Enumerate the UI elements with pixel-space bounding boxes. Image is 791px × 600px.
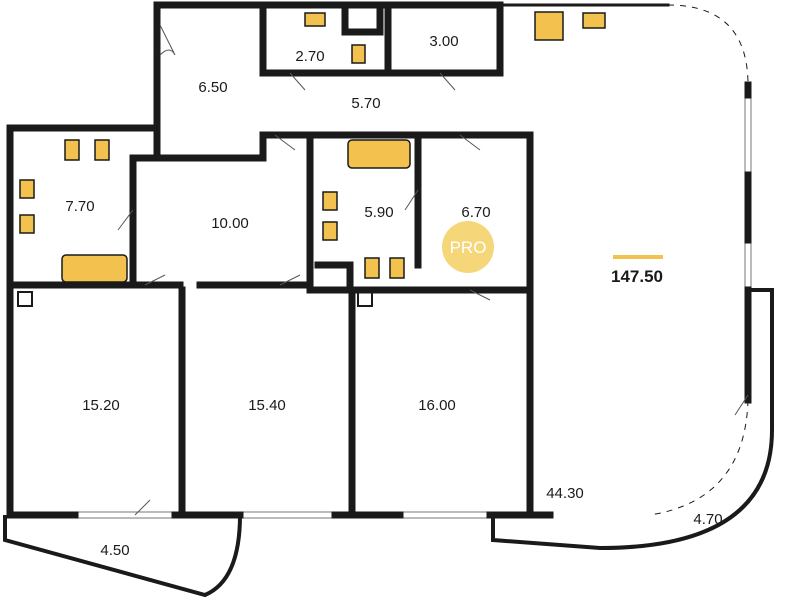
sink-icon [322,221,338,241]
curved-window [667,4,749,86]
stove-icon [534,11,564,41]
area-balcony-right: 4.70 [693,511,722,528]
sink-icon [304,12,326,27]
bathtub-icon [347,139,411,169]
toilet-icon [351,44,366,64]
curved-window [649,399,749,516]
doors [117,24,749,516]
door [404,189,419,211]
area-wc-small: 2.70 [295,48,324,65]
door [159,24,176,56]
area-bedroom-2: 15.40 [248,397,286,414]
balcony-wall [2,514,242,598]
area-bath-left: 7.70 [65,198,94,215]
area-room-center: 10.00 [211,215,249,232]
area-labels: 2.70 3.00 6.50 5.70 7.70 10.00 5.90 6.70… [65,33,722,559]
area-bedroom-1: 15.20 [82,397,120,414]
balcony-wall [491,288,774,551]
door [439,72,456,91]
total-area-underline [613,255,663,259]
fixtures [19,11,663,283]
area-balcony-left: 4.50 [100,542,129,559]
wall [153,1,504,132]
toilet-icon [389,257,405,279]
windows [74,4,752,519]
window [74,511,176,519]
total-area: 147.50 [611,267,663,286]
walls [2,1,774,598]
area-living: 44.30 [546,485,584,502]
area-corridor: 5.70 [351,95,380,112]
sink-icon [582,12,606,29]
shaft [17,291,33,307]
window [239,511,336,519]
pro-badge [442,221,494,273]
bidet-icon [94,139,110,161]
door [289,72,306,91]
door [459,134,481,151]
bidet-icon [364,257,380,279]
area-bath-center: 5.90 [364,204,393,221]
window [399,511,491,519]
door [274,134,296,151]
window [744,94,752,176]
wall [6,124,554,519]
door [734,394,749,416]
door [279,274,301,286]
area-dressing: 6.70 [461,204,490,221]
wall [178,131,534,519]
sink-icon [19,179,35,199]
sink-icon [19,214,35,234]
wall [6,124,314,289]
pro-badge-label: PRO [450,238,487,257]
door [469,289,491,301]
door [117,209,134,231]
shaft [357,291,373,307]
area-hall: 6.50 [198,79,227,96]
bathtub-icon [61,254,128,283]
area-bedroom-3: 16.00 [418,397,456,414]
door [134,499,151,516]
area-storage: 3.00 [429,33,458,50]
door [144,274,166,286]
window [744,239,752,291]
toilet-icon [64,139,80,161]
sink-icon [322,191,338,211]
wall [259,1,504,77]
